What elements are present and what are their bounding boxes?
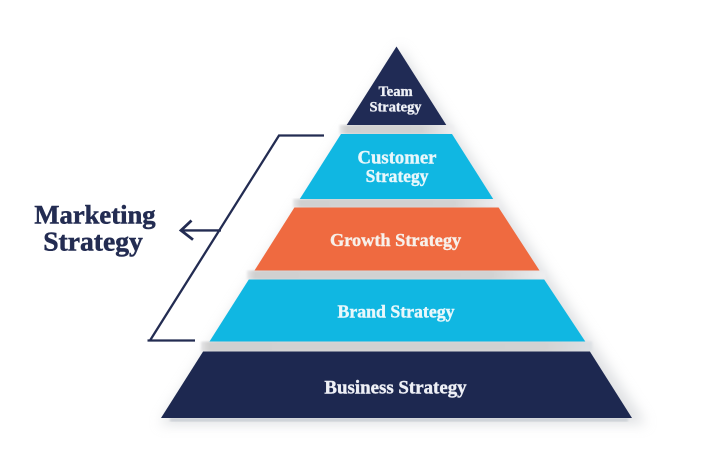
svg-text:Strategy: Strategy xyxy=(370,100,423,116)
svg-text:Brand Strategy: Brand Strategy xyxy=(337,302,454,322)
svg-text:Marketing: Marketing xyxy=(34,199,156,229)
svg-text:Strategy: Strategy xyxy=(43,225,143,256)
svg-text:Customer: Customer xyxy=(358,147,437,168)
svg-text:Team: Team xyxy=(378,84,412,100)
svg-text:Business Strategy: Business Strategy xyxy=(324,378,467,399)
svg-text:Strategy: Strategy xyxy=(366,166,429,186)
svg-text:Growth Strategy: Growth Strategy xyxy=(330,230,461,250)
